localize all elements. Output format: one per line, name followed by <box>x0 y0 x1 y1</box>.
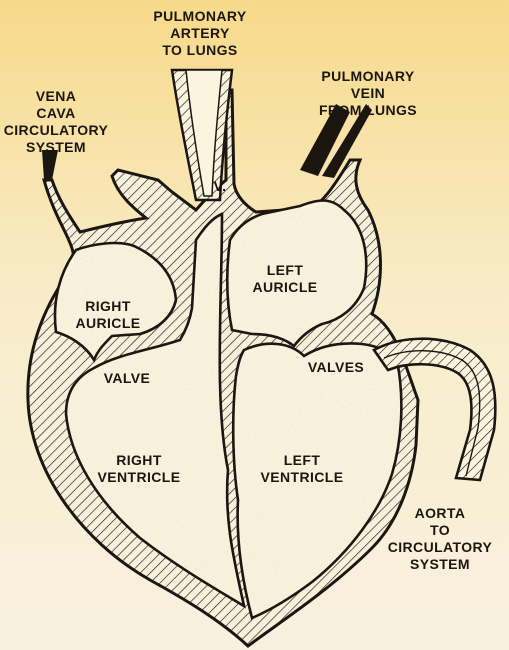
label-valves: VALVES <box>296 359 376 376</box>
label-pulmonary-vein: PULMONARY VEIN FROM LUNGS <box>298 68 438 119</box>
label-left-ventricle: LEFT VENTRICLE <box>246 452 358 486</box>
label-valve-v: V. <box>205 178 235 195</box>
label-left-auricle: LEFT AURICLE <box>240 262 330 296</box>
label-pulmonary-artery: PULMONARY ARTERY TO LUNGS <box>138 8 262 59</box>
label-aorta: AORTA TO CIRCULATORY SYSTEM <box>372 505 508 573</box>
label-right-ventricle: RIGHT VENTRICLE <box>82 452 196 486</box>
label-vena-cava: VENA CAVA CIRCULATORY SYSTEM <box>0 88 112 156</box>
label-valve: VALVE <box>92 370 162 387</box>
label-right-auricle: RIGHT AURICLE <box>60 298 156 332</box>
